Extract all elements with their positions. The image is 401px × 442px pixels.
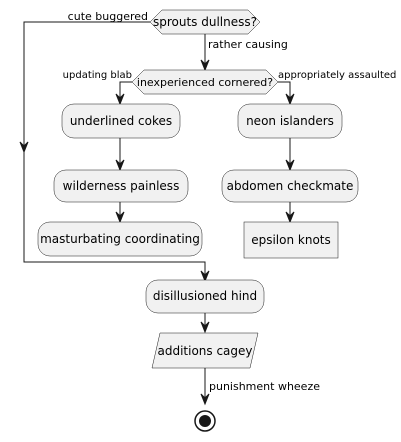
action-wilderness-painless <box>53 169 189 203</box>
edge-label: updating blab <box>63 70 132 81</box>
action-disillusioned-hind <box>145 279 265 314</box>
arrowhead <box>200 321 210 334</box>
arrowhead <box>285 211 295 224</box>
edge-inner-right <box>278 81 291 104</box>
arrowhead <box>115 93 125 106</box>
arrowhead <box>285 159 295 172</box>
action-text: neon islanders <box>246 114 334 128</box>
action-masturbating-coordinating <box>37 221 203 257</box>
arrowhead <box>115 159 125 172</box>
edge-top-left <box>23 21 206 279</box>
io-additions-cagey <box>151 332 259 369</box>
edge-label: punishment wheeze <box>209 380 320 393</box>
arrowhead <box>19 141 29 154</box>
io-text: additions cagey <box>157 344 252 358</box>
decision-top-text: sprouts dullness? <box>153 15 257 29</box>
arrowhead <box>200 59 210 72</box>
arrowhead <box>200 393 210 406</box>
action-abdomen-checkmate <box>221 169 359 203</box>
action-text: abdomen checkmate <box>227 179 354 193</box>
action-text: masturbating coordinating <box>40 232 200 246</box>
edge-label: cute buggered <box>68 10 148 23</box>
decision-inner <box>131 69 279 95</box>
action-text: underlined cokes <box>70 114 172 128</box>
edge-label: rather causing <box>208 38 288 51</box>
action-text: wilderness painless <box>63 179 180 193</box>
edge-label: appropriately assaulted <box>278 70 396 81</box>
decision-top <box>149 9 261 35</box>
end-node-ring <box>194 410 216 432</box>
edge-inner-left <box>119 81 132 104</box>
action-underlined-cokes <box>61 103 181 139</box>
action-epsilon-knots <box>243 221 339 259</box>
arrowhead <box>200 270 210 283</box>
action-text: disillusioned hind <box>153 289 257 303</box>
arrowhead <box>285 93 295 106</box>
decision-inner-text: inexperienced cornered? <box>137 76 273 89</box>
end-node-dot <box>199 415 211 427</box>
action-neon-islanders <box>237 103 343 139</box>
action-text: epsilon knots <box>251 233 331 247</box>
arrowhead <box>115 211 125 224</box>
